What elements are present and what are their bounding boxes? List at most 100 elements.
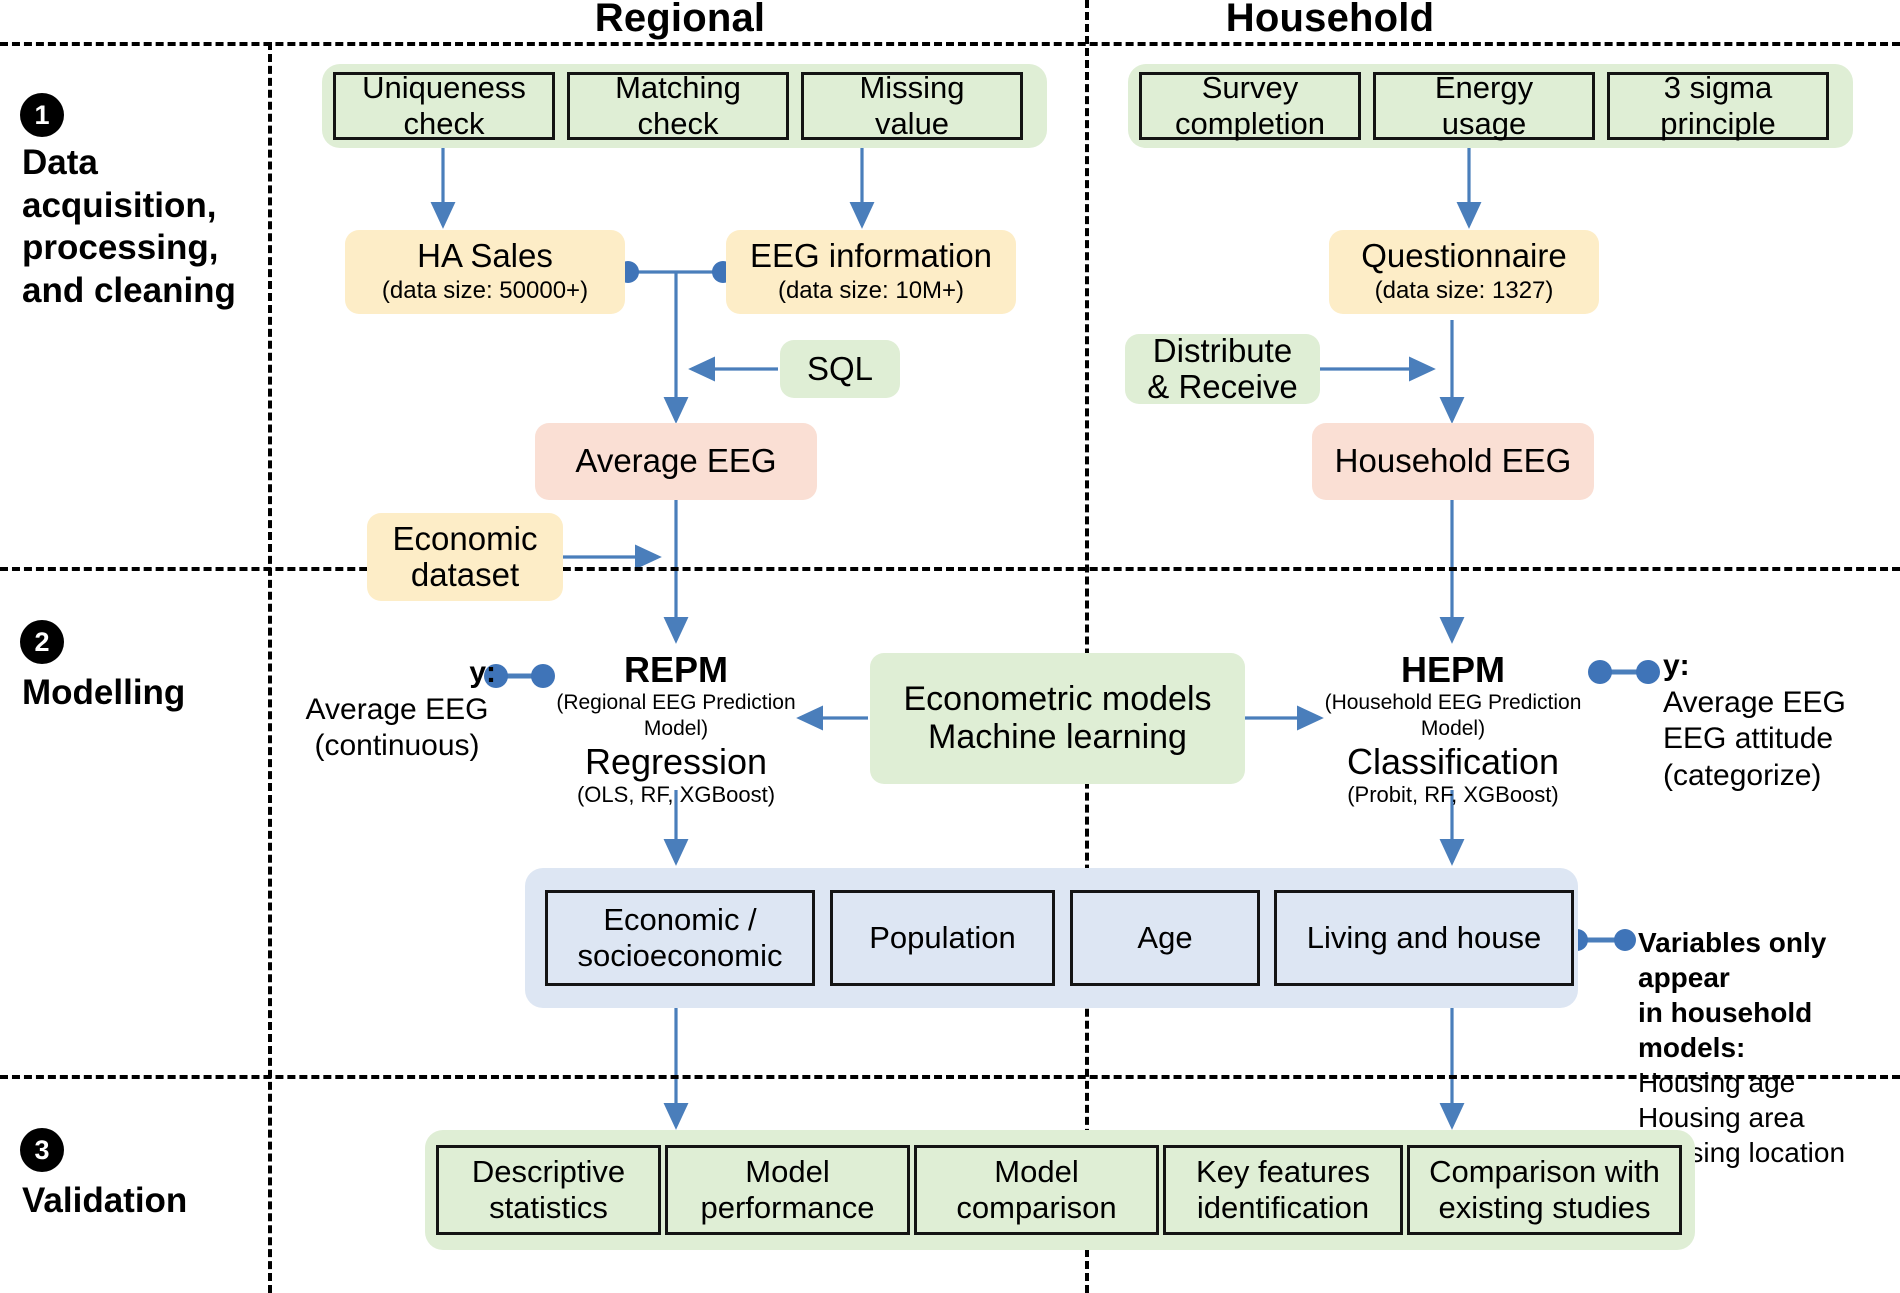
validation-comparison-existing-studies[interactable]: Comparison with existing studies bbox=[1407, 1145, 1682, 1235]
stage-number-1: 1 bbox=[20, 93, 64, 137]
regional-check-missing-line1: Missing bbox=[859, 70, 965, 106]
household-only-note-line-2: Housing area bbox=[1638, 1102, 1805, 1133]
econometric-models-line1: Econometric models bbox=[903, 680, 1212, 719]
node-eeg-information[interactable]: EEG information (data size: 10M+) bbox=[726, 230, 1016, 314]
regional-check-matching-line1: Matching bbox=[615, 70, 741, 106]
node-economic-dataset-line2: dataset bbox=[410, 556, 520, 593]
validation-descriptive-statistics[interactable]: Descriptive statistics bbox=[436, 1145, 661, 1235]
regional-check-missing-line2: value bbox=[874, 106, 950, 141]
model-hepm-task: Classification bbox=[1346, 740, 1560, 782]
validation-model-comparison[interactable]: Model comparison bbox=[914, 1145, 1159, 1235]
node-questionnaire-title: Questionnaire bbox=[1361, 236, 1567, 274]
stage-label-2: Modelling bbox=[22, 673, 186, 712]
household-check-energy-line2: usage bbox=[1441, 106, 1527, 141]
household-checks-panel bbox=[1128, 64, 1853, 148]
household-check-energy-line1: Energy bbox=[1434, 70, 1534, 106]
household-check-sigma-line1: 3 sigma bbox=[1663, 70, 1773, 106]
stage-label-1: Data acquisition, processing, and cleani… bbox=[22, 143, 236, 311]
regional-check-uniqueness-line1: Uniqueness bbox=[362, 70, 526, 106]
machine-learning-line2: Machine learning bbox=[928, 717, 1187, 756]
household-check-energy-usage[interactable]: Energy usage bbox=[1373, 70, 1595, 141]
validation-panel bbox=[425, 1130, 1695, 1250]
node-distribute-receive[interactable]: Distribute & Receive bbox=[1125, 331, 1320, 405]
model-repm-task: Regression bbox=[584, 740, 768, 782]
regional-check-matching[interactable]: Matching check bbox=[567, 70, 789, 141]
household-only-note-line-1: Housing age bbox=[1638, 1067, 1796, 1098]
variable-living-house-label: Living and house bbox=[1306, 920, 1542, 956]
variable-economic-line1: Economic / bbox=[603, 902, 757, 938]
regional-check-missing-value[interactable]: Missing value bbox=[801, 70, 1023, 141]
validation-existing-line1: Comparison with bbox=[1429, 1154, 1660, 1190]
model-hepm-expansion: (Household EEG Prediction Model) bbox=[1324, 691, 1582, 740]
divider-stage-column bbox=[268, 42, 272, 1293]
divider-stage1-stage2 bbox=[0, 567, 1900, 571]
node-economic-dataset[interactable]: Economic dataset bbox=[367, 513, 563, 601]
household-check-survey-completion[interactable]: Survey completion bbox=[1139, 70, 1361, 141]
regional-check-uniqueness[interactable]: Uniqueness check bbox=[333, 70, 555, 141]
divider-stage1-top bbox=[0, 42, 1900, 46]
model-repm-algorithms: (OLS, RF, XGBoost) bbox=[576, 782, 776, 808]
variable-living-and-house[interactable]: Living and house bbox=[1274, 890, 1574, 986]
model-repm-expansion: (Regional EEG Prediction Model) bbox=[556, 691, 796, 740]
node-average-eeg-label: Average EEG bbox=[575, 442, 777, 480]
node-eeg-information-size: (data size: 10M+) bbox=[777, 277, 965, 305]
node-distribute-receive-line2: & Receive bbox=[1147, 368, 1298, 405]
household-only-note-head-1: Variables only appear bbox=[1638, 927, 1827, 993]
variable-age[interactable]: Age bbox=[1070, 890, 1260, 986]
household-y-line-2: EEG attitude bbox=[1663, 722, 1834, 756]
validation-comparison-line2: comparison bbox=[956, 1190, 1117, 1225]
node-sql[interactable]: SQL bbox=[780, 340, 900, 398]
validation-descriptive-line1: Descriptive bbox=[471, 1154, 626, 1190]
node-econometric-machine-learning[interactable]: Econometric models Machine learning bbox=[870, 653, 1245, 784]
column-title-regional: Regional bbox=[594, 0, 766, 40]
node-household-eeg[interactable]: Household EEG bbox=[1312, 423, 1594, 500]
model-repm: REPM (Regional EEG Prediction Model) Reg… bbox=[555, 649, 797, 808]
validation-performance-line1: Model bbox=[745, 1154, 830, 1190]
regional-check-matching-line2: check bbox=[637, 106, 719, 141]
validation-model-performance[interactable]: Model performance bbox=[665, 1145, 910, 1235]
validation-key-features-line2: identification bbox=[1196, 1190, 1370, 1225]
household-y-label: y: Average EEG EEG attitude (categorize) bbox=[1663, 648, 1900, 794]
model-hepm-acronym: HEPM bbox=[1400, 649, 1505, 690]
validation-descriptive-line2: statistics bbox=[489, 1190, 608, 1225]
validation-key-features-line1: Key features bbox=[1195, 1154, 1371, 1190]
model-repm-acronym: REPM bbox=[623, 649, 728, 690]
household-y-line-3: (categorize) bbox=[1663, 758, 1822, 792]
model-hepm-algorithms: (Probit, RF, XGBoost) bbox=[1347, 782, 1559, 808]
household-check-survey-line1: Survey bbox=[1201, 70, 1299, 106]
variable-economic-line2: socioeconomic bbox=[577, 938, 783, 973]
regional-checks-panel bbox=[322, 64, 1047, 148]
household-check-survey-line2: completion bbox=[1175, 106, 1325, 141]
node-distribute-receive-line1: Distribute bbox=[1152, 331, 1293, 369]
node-ha-sales[interactable]: HA Sales (data size: 50000+) bbox=[345, 230, 625, 314]
variable-population-label: Population bbox=[869, 920, 1016, 956]
variable-population[interactable]: Population bbox=[830, 890, 1055, 986]
stage-number-2: 2 bbox=[20, 620, 64, 664]
node-questionnaire[interactable]: Questionnaire (data size: 1327) bbox=[1329, 230, 1599, 314]
divider-stage2-stage3 bbox=[0, 1075, 1900, 1079]
divider-regional-household bbox=[1085, 0, 1089, 1293]
regional-y-line-2: (continuous) bbox=[314, 729, 480, 763]
household-check-sigma-line2: principle bbox=[1660, 106, 1776, 141]
validation-existing-line2: existing studies bbox=[1438, 1190, 1651, 1225]
regional-check-uniqueness-line2: check bbox=[403, 106, 485, 141]
regional-y-line-1: Average EEG bbox=[305, 692, 489, 726]
household-y-line-1: Average EEG bbox=[1663, 685, 1846, 719]
household-only-note-head-2: in household models: bbox=[1638, 997, 1813, 1063]
node-ha-sales-title: HA Sales bbox=[417, 236, 553, 274]
variable-economic-socioeconomic[interactable]: Economic / socioeconomic bbox=[545, 890, 815, 986]
node-eeg-information-title: EEG information bbox=[749, 236, 993, 274]
validation-performance-line2: performance bbox=[700, 1190, 875, 1225]
node-household-eeg-label: Household EEG bbox=[1334, 442, 1572, 480]
household-check-3-sigma-principle[interactable]: 3 sigma principle bbox=[1607, 70, 1829, 141]
node-average-eeg[interactable]: Average EEG bbox=[535, 423, 817, 500]
node-economic-dataset-line1: Economic bbox=[392, 519, 538, 557]
regional-y-head: y: bbox=[469, 656, 496, 689]
household-y-head: y: bbox=[1663, 649, 1690, 682]
validation-comparison-line1: Model bbox=[994, 1154, 1079, 1190]
validation-key-features-identification[interactable]: Key features identification bbox=[1163, 1145, 1403, 1235]
node-questionnaire-size: (data size: 1327) bbox=[1374, 277, 1554, 305]
column-title-household: Household bbox=[1225, 0, 1435, 40]
node-ha-sales-size: (data size: 50000+) bbox=[381, 277, 589, 305]
